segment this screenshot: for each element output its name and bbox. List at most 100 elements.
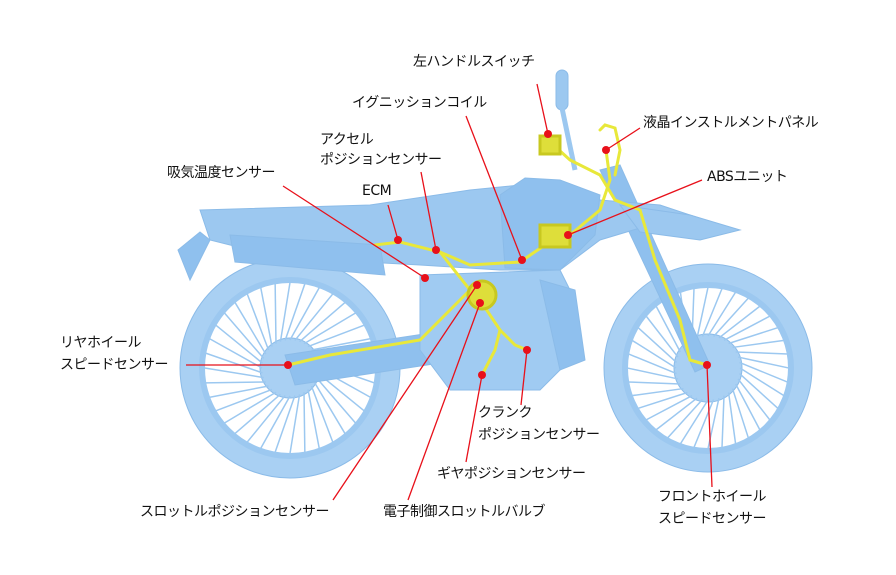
spoke [655, 397, 698, 431]
dot-intake-temp [421, 274, 429, 282]
spoke [234, 301, 267, 355]
leader-gear [465, 374, 483, 463]
spoke [307, 324, 365, 348]
leader-throttle-valve [407, 302, 481, 501]
label-ecm: ECM [362, 183, 392, 199]
spoke [303, 312, 357, 345]
dot-abs [564, 231, 572, 239]
spoke [234, 393, 281, 435]
spoke [215, 324, 263, 364]
label-rear-wheel-speed-sensor-line2: スピードセンサー [60, 357, 169, 373]
spoke [713, 297, 750, 337]
spoke [637, 391, 688, 410]
spoke [645, 315, 679, 358]
spoke [223, 391, 277, 424]
spoke [739, 367, 785, 397]
spoke [274, 395, 296, 453]
leader-front-speed [706, 364, 713, 488]
spoke [735, 383, 761, 431]
spoke [307, 389, 321, 449]
label-rear-wheel-speed-sensor-line1: リヤホイール [60, 335, 142, 351]
leader-ignition-coil [465, 115, 523, 261]
spoke [739, 361, 789, 383]
label-ignition-coil: イグニッションコイル [352, 95, 487, 111]
spoke [209, 385, 269, 399]
spoke [627, 353, 677, 375]
spoke [628, 381, 681, 385]
leader-lines [186, 83, 713, 501]
spoke [299, 301, 346, 343]
label-accel-position-sensor-line2: ポジションセンサー [320, 152, 442, 168]
muffler [229, 234, 386, 276]
front-fender [618, 204, 742, 241]
spoke [303, 392, 306, 453]
dot-left-handle-switch [544, 130, 552, 138]
spoke [294, 293, 334, 341]
spoke [223, 312, 265, 359]
label-crank-position-sensor-line2: ポジションセンサー [478, 427, 600, 443]
spoke [732, 339, 785, 349]
spoke [203, 367, 264, 379]
spoke [259, 395, 291, 450]
spoke [693, 399, 715, 449]
spoke [718, 305, 761, 339]
mirror [555, 69, 569, 111]
dot-gear [478, 371, 486, 379]
spoke [313, 381, 346, 435]
spoke [679, 399, 709, 445]
label-intake-temp-sensor: 吸気温度センサー [167, 165, 276, 181]
spoke [731, 388, 750, 439]
spoke [289, 286, 321, 341]
spoke [739, 373, 779, 410]
spoke [311, 337, 371, 351]
leader-crank [520, 349, 528, 406]
spoke [205, 381, 266, 384]
spoke [631, 387, 684, 397]
leader-abs [567, 179, 703, 236]
wiring-harness [286, 123, 709, 377]
leader-lcd-panel [605, 127, 641, 151]
spoke [274, 283, 277, 344]
label-electronic-throttle-valve: 電子制御スロットルバルブ [383, 504, 546, 520]
dot-accel-sensor [432, 246, 440, 254]
label-left-handle-switch: 左ハンドルスイッチ [413, 54, 535, 70]
leader-throttle-position [332, 284, 478, 501]
spoke [246, 293, 270, 351]
spoke [279, 281, 291, 342]
label-front-wheel-speed-sensor-line1: フロントホイール [658, 489, 767, 505]
label-accel-position-sensor-line1: アクセル [320, 132, 374, 148]
spoke [723, 315, 771, 341]
leader-ecm [387, 204, 399, 241]
dot-crank [523, 346, 531, 354]
dot-front-speed [703, 361, 711, 369]
label-lcd-instrument-panel: 液晶インストルメントパネル [643, 115, 819, 131]
dot-rear-speed [284, 361, 292, 369]
label-throttle-position-sensor: スロットルポジションセンサー [140, 504, 330, 520]
spoke [655, 305, 681, 353]
spoke [666, 399, 703, 439]
dot-ignition-coil [518, 256, 526, 264]
spoke [707, 291, 737, 337]
dot-throttle-position [473, 281, 481, 289]
label-gear-position-sensor: ギヤポジションセンサー [437, 466, 586, 482]
spoke [737, 378, 771, 421]
spoke [637, 326, 677, 363]
spoke [728, 326, 779, 345]
label-front-wheel-speed-sensor-line2: スピードセンサー [658, 511, 767, 527]
leader-left-handle-switch [536, 83, 549, 135]
spoke [727, 392, 737, 445]
spoke [310, 385, 334, 443]
spoke [701, 287, 723, 337]
dot-lcd-panel [602, 146, 610, 154]
sensor-dots [284, 130, 711, 379]
spoke [631, 339, 677, 369]
spoke [735, 351, 788, 355]
leader-accel-sensor [420, 171, 437, 251]
spoke [289, 394, 301, 455]
spoke [645, 395, 693, 421]
dot-throttle-valve [476, 299, 484, 307]
leader-intake-temp [282, 185, 426, 279]
spoke [205, 352, 263, 374]
label-abs-unit: ABSユニット [707, 169, 788, 185]
